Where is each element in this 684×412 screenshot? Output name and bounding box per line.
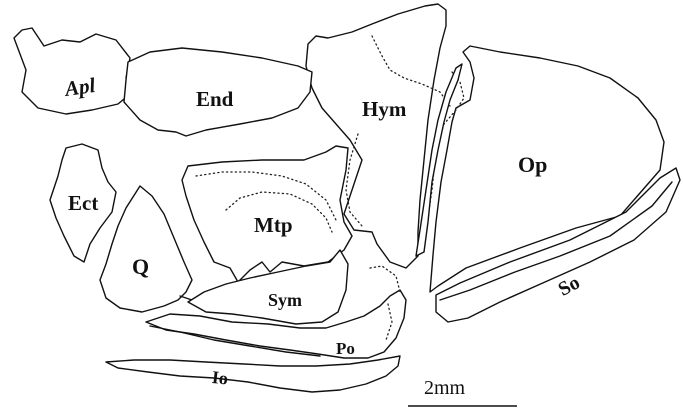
label-io: Io [211, 367, 229, 389]
label-apl: Apl [61, 73, 97, 101]
label-sym: Sym [268, 290, 302, 310]
label-end: End [196, 87, 234, 111]
label-po: Po [336, 339, 355, 358]
label-ect: Ect [68, 191, 98, 215]
label-op: Op [518, 152, 547, 177]
interopercle-outline [106, 356, 400, 392]
autopalatine-outline [14, 28, 130, 114]
po-dorsal-ridge [370, 266, 400, 292]
label-hym: Hym [362, 97, 407, 121]
label-mtp: Mtp [254, 213, 293, 237]
scale-bar-label: 2mm [424, 377, 466, 399]
label-q: Q [132, 254, 149, 279]
